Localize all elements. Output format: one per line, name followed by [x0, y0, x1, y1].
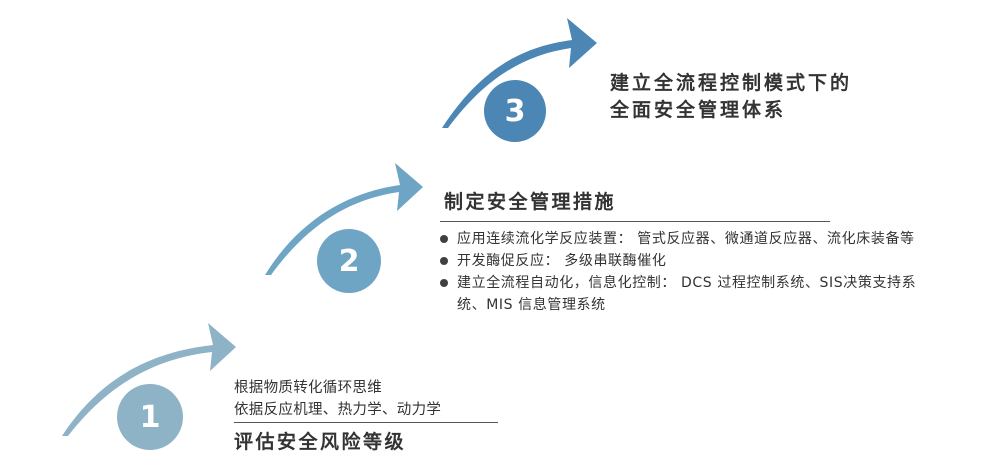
arrow-1 [62, 323, 236, 436]
step-2-title: 制定安全管理措施 [444, 191, 617, 213]
step-1-title: 评估安全风险等级 [234, 431, 407, 453]
step-2-bullet-list: 应用连续流化学反应装置： 管式反应器、微通道反应器、流化床装备等 开发酶促反应：… [440, 228, 950, 316]
step-1-line-1: 根据物质转化循环思维 [234, 380, 382, 396]
bullet-text: 应用连续流化学反应装置： 管式反应器、微通道反应器、流化床装备等 [457, 231, 915, 247]
bullet-item: 开发酶促反应： 多级串联酶催化 [440, 250, 950, 272]
bullet-dot-icon [440, 257, 448, 265]
step-1-divider [234, 422, 498, 423]
bullet-text: 建立全流程自动化，信息化控制： DCS 过程控制系统、SIS决策支持系统、MIS… [457, 275, 917, 313]
step-1-block: 根据物质转化循环思维 依据反应机理、热力学、动力学 评估安全风险等级 [234, 377, 504, 454]
bullet-dot-icon [440, 279, 448, 287]
bullet-text: 开发酶促反应： 多级串联酶催化 [457, 253, 667, 269]
step-3-title-line-2: 全面安全管理体系 [610, 99, 787, 121]
step-3-block: 建立全流程控制模式下的 全面安全管理体系 [610, 70, 930, 124]
step-3-circle: 3 [484, 80, 546, 142]
bullet-item: 建立全流程自动化，信息化控制： DCS 过程控制系统、SIS决策支持系统、MIS… [440, 272, 950, 316]
bullet-item: 应用连续流化学反应装置： 管式反应器、微通道反应器、流化床装备等 [440, 228, 950, 250]
arrow-3 [442, 18, 597, 128]
bullet-dot-icon [440, 235, 448, 243]
arrow-2 [265, 163, 423, 275]
step-1-line-2: 依据反应机理、热力学、动力学 [234, 402, 442, 418]
step-3-title-line-1: 建立全流程控制模式下的 [610, 72, 853, 94]
step-2-divider [440, 221, 830, 222]
step-2-circle: 2 [317, 229, 381, 293]
step-2-block: 制定安全管理措施 应用连续流化学反应装置： 管式反应器、微通道反应器、流化床装备… [440, 187, 950, 316]
step-1-circle: 1 [117, 384, 183, 450]
